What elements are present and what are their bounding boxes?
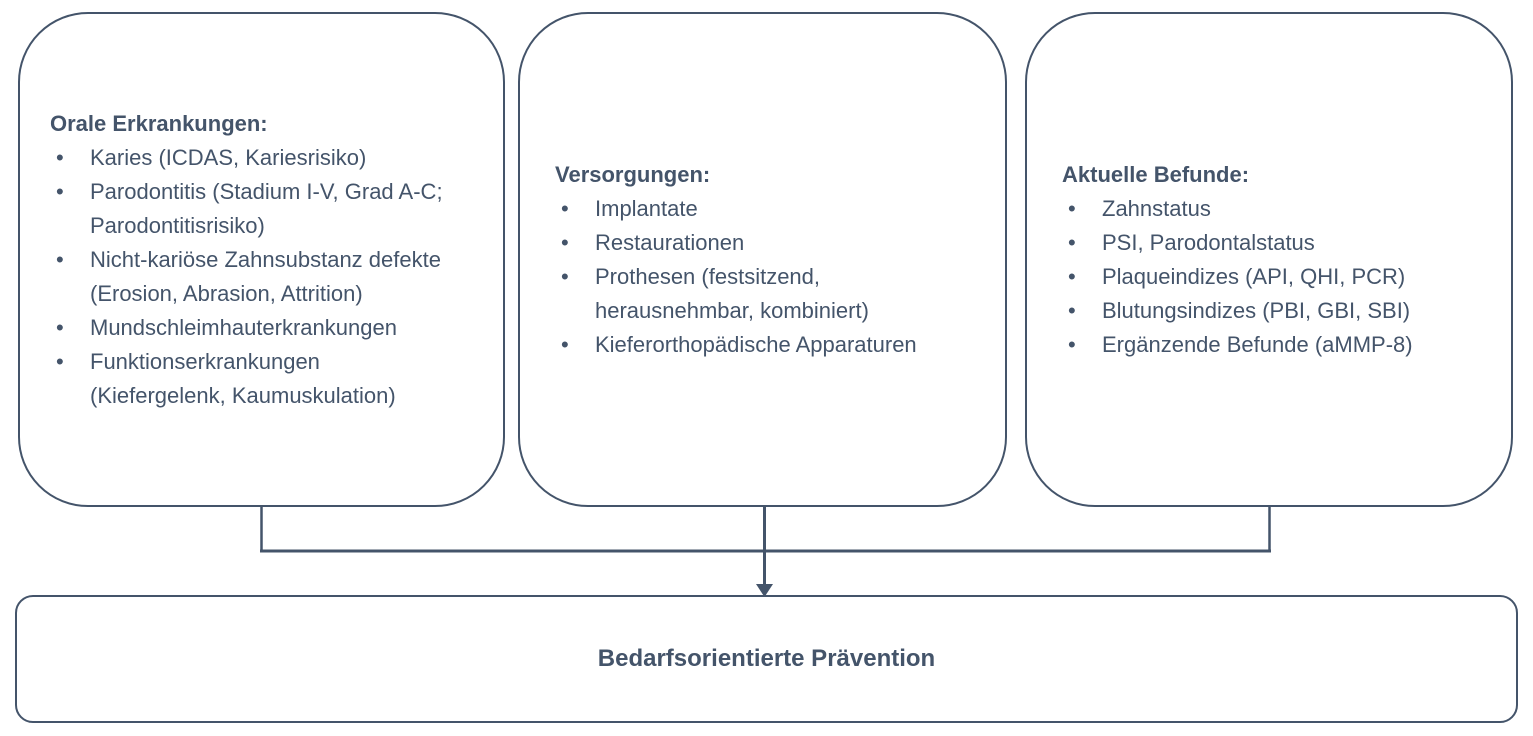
bullet-list-aktuelle-befunde: Zahnstatus PSI, Parodontalstatus Plaquei…	[1062, 192, 1483, 362]
box-title-orale-erkrankungen: Orale Erkrankungen:	[50, 110, 268, 136]
list-item: Plaqueindizes (API, QHI, PCR)	[1062, 260, 1483, 294]
box-versorgungen: Versorgungen: Implantate Restaurationen …	[518, 12, 1007, 507]
bullet-list-orale-erkrankungen: Karies (ICDAS, Kariesrisiko) Parodontiti…	[50, 141, 461, 413]
list-item: Restaurationen	[555, 226, 947, 260]
list-item: Funktionserkrankungen (Kiefergelenk, Kau…	[50, 345, 461, 413]
box-orale-erkrankungen: Orale Erkrankungen: Karies (ICDAS, Karie…	[18, 12, 505, 507]
box-bedarfsorientierte-praevention: Bedarfsorientierte Prävention	[15, 595, 1518, 723]
box-title-versorgungen: Versorgungen:	[555, 161, 711, 187]
list-item: Kieferorthopädische Apparaturen	[555, 328, 947, 362]
list-item: Mundschleimhauterkrankungen	[50, 311, 461, 345]
list-item: Ergänzende Befunde (aMMP-8)	[1062, 328, 1483, 362]
list-item: Parodontitis (Stadium I-V, Grad A-C; Par…	[50, 175, 461, 243]
result-box-title: Bedarfsorientierte Prävention	[597, 645, 936, 672]
list-item: Prothesen (festsitzend, herausnehmbar, k…	[555, 260, 947, 328]
list-item: Blutungsindizes (PBI, GBI, SBI)	[1062, 294, 1483, 328]
bullet-list-versorgungen: Implantate Restaurationen Prothesen (fes…	[555, 192, 947, 362]
list-item: PSI, Parodontalstatus	[1062, 226, 1483, 260]
list-item: Zahnstatus	[1062, 192, 1483, 226]
list-item: Nicht-kariöse Zahnsubstanz defekte (Eros…	[50, 243, 461, 311]
box-title-aktuelle-befunde: Aktuelle Befunde:	[1062, 161, 1250, 187]
list-item: Karies (ICDAS, Kariesrisiko)	[50, 141, 461, 175]
list-item: Implantate	[555, 192, 947, 226]
box-aktuelle-befunde: Aktuelle Befunde: Zahnstatus PSI, Parodo…	[1025, 12, 1513, 507]
